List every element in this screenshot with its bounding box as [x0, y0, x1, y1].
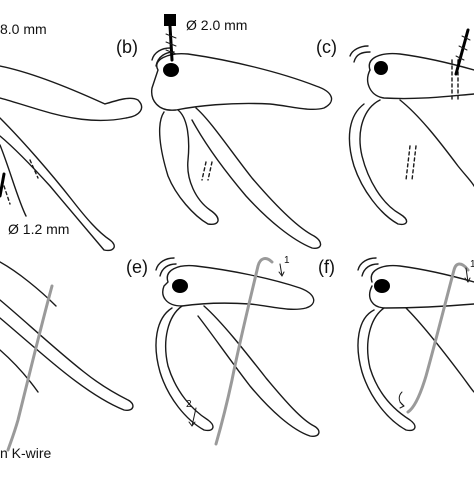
panel-f-arrow-1	[464, 267, 471, 283]
panel-a-dashed-path	[3, 159, 39, 205]
measurement-drill-2mm: Ø 2.0 mm	[186, 17, 248, 33]
panel-e-arrow-1	[278, 263, 285, 277]
panel-a-bone	[0, 65, 143, 252]
panel-c-drill-icon	[454, 28, 471, 76]
panel-f-k-wire	[406, 262, 470, 414]
panel-f-bone	[357, 257, 474, 432]
panel-c-hole	[374, 61, 388, 75]
panel-label-f: (f)	[318, 257, 335, 277]
panel-f-hole	[374, 279, 390, 293]
panel-b-drill-icon	[164, 14, 177, 62]
k-wire-label: n K-wire	[0, 445, 52, 461]
panel-e-bone	[155, 257, 320, 438]
measurement-top-left: 8.0 mm	[0, 21, 47, 37]
panel-d-k-wire	[6, 284, 54, 452]
panel-e-arrow-2	[188, 407, 197, 427]
arrow-step-f-1: 1	[470, 259, 474, 270]
panel-b-bone	[151, 47, 333, 250]
panel-e-hole	[172, 279, 188, 293]
panel-b-dashed-path	[201, 161, 213, 181]
measurement-drill-1-2mm: Ø 1.2 mm	[8, 221, 70, 237]
panel-label-b: (b)	[116, 37, 138, 57]
panel-b-hole	[163, 63, 179, 77]
panel-f-rotation-arrow	[398, 391, 405, 409]
panel-d-bone	[0, 261, 134, 412]
panel-label-c: (c)	[316, 37, 337, 57]
panel-e-k-wire	[214, 257, 274, 446]
panel-a-drill-icon	[0, 172, 6, 198]
arrow-step-e-2: 2	[186, 399, 192, 410]
panel-label-e: (e)	[126, 257, 148, 277]
arrow-step-e-1: 1	[284, 255, 290, 266]
panel-c-dashed-path	[405, 59, 459, 181]
